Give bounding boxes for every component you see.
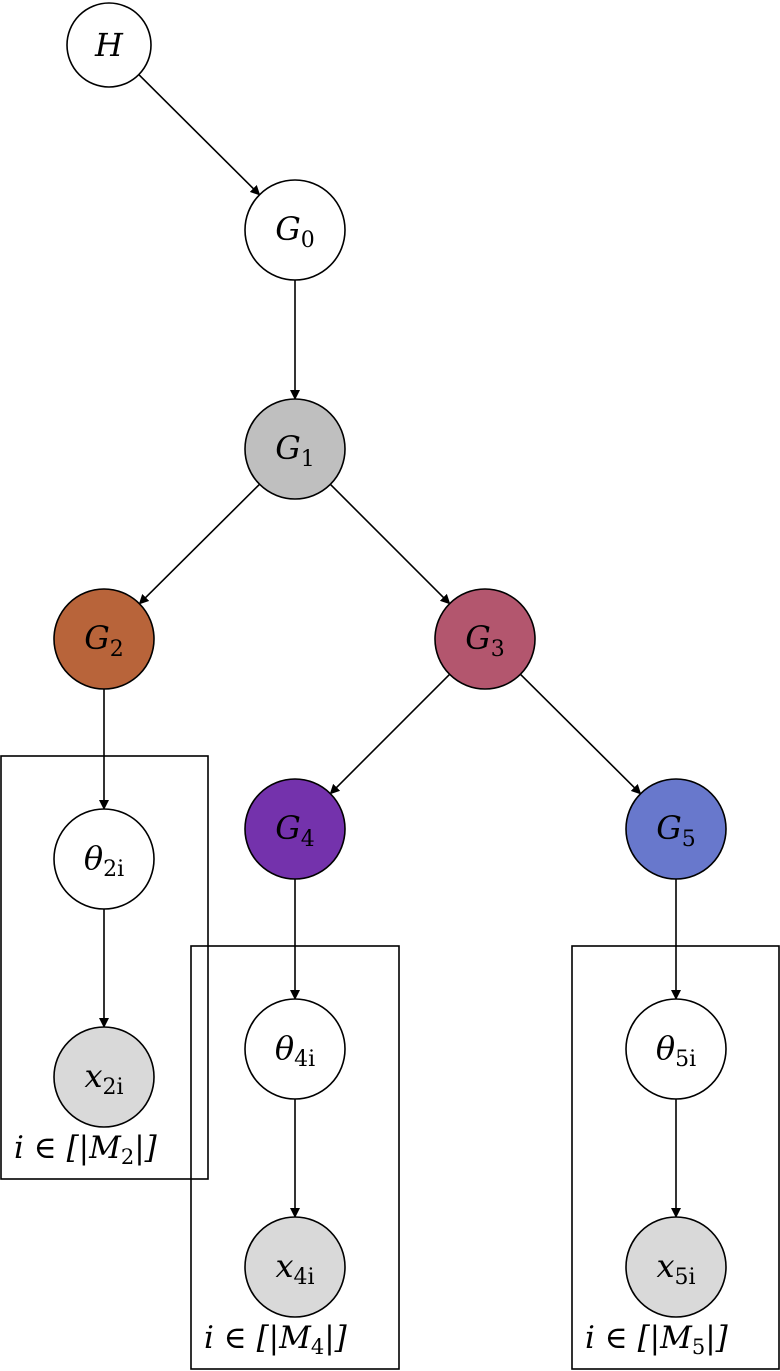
node-g4-label: G4	[275, 809, 315, 852]
node-x-2i-circle	[53, 1026, 155, 1128]
node-g3-circle	[434, 588, 536, 690]
edge-g3-g5	[519, 673, 642, 795]
node-x-5i-circle	[625, 1216, 727, 1318]
node-h-label: H	[94, 26, 124, 64]
edge-g3-g4	[329, 673, 451, 795]
node-g2-label: G2	[84, 619, 124, 662]
node-x-2i: x2i	[53, 1026, 155, 1128]
node-g3-label: G3	[465, 619, 505, 662]
plate-m5-label: i ∈ [|M5|]	[585, 1320, 729, 1359]
node-g1: G1	[244, 398, 346, 500]
edge-g1-g3	[329, 483, 451, 605]
edges	[99, 74, 681, 1218]
node-theta-2i-circle	[53, 808, 155, 910]
node-g3: G3	[434, 588, 536, 690]
node-g4-circle	[244, 778, 346, 880]
edge-h-g0	[138, 74, 261, 196]
node-theta-2i: θ2i	[53, 808, 155, 910]
node-theta-5i-label: θ5i	[656, 1029, 696, 1072]
node-theta-5i: θ5i	[625, 998, 727, 1100]
node-x-5i: x5i	[625, 1216, 727, 1318]
node-g5: G5	[625, 778, 727, 880]
node-g4: G4	[244, 778, 346, 880]
plate-m4-label: i ∈ [|M4|]	[204, 1320, 348, 1359]
node-h-circle	[66, 2, 152, 88]
node-h: H	[66, 2, 152, 88]
node-theta-2i-label: θ2i	[84, 839, 124, 882]
node-theta-4i-circle	[244, 998, 346, 1100]
node-g1-circle	[244, 398, 346, 500]
node-x-4i-circle	[244, 1216, 346, 1318]
node-theta-5i-circle	[625, 998, 727, 1100]
node-g5-circle	[625, 778, 727, 880]
node-g5-label: G5	[656, 809, 696, 852]
node-x-5i-label: x5i	[656, 1247, 695, 1290]
node-g0-circle	[244, 179, 346, 281]
node-g2-circle	[53, 588, 155, 690]
node-x-2i-label: x2i	[84, 1057, 123, 1100]
node-x-4i: x4i	[244, 1216, 346, 1318]
edge-g1-g2	[138, 483, 261, 605]
node-g0: G0	[244, 179, 346, 281]
node-g2: G2	[53, 588, 155, 690]
node-g0-label: G0	[275, 210, 315, 253]
node-theta-4i: θ4i	[244, 998, 346, 1100]
plate-m2-label: i ∈ [|M2|]	[14, 1130, 158, 1169]
node-x-4i-label: x4i	[275, 1247, 314, 1290]
plate-m2: i ∈ [|M2|]	[0, 755, 209, 1180]
node-theta-4i-label: θ4i	[275, 1029, 315, 1072]
node-g1-label: G1	[275, 429, 315, 472]
